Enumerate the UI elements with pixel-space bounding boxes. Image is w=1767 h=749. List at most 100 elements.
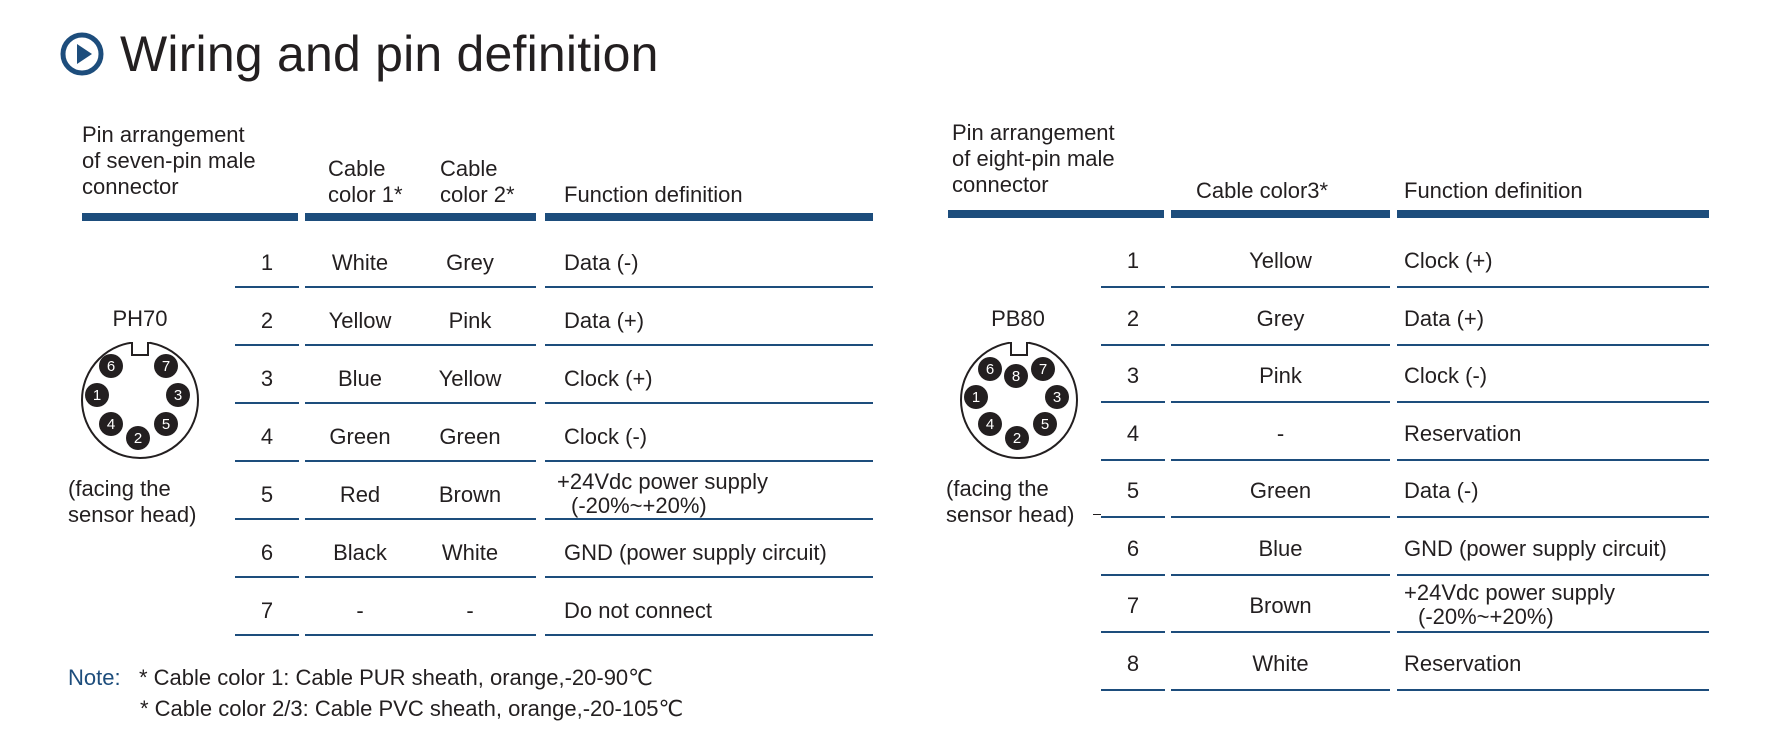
table-cell-function: Reservation — [1404, 651, 1522, 676]
table-cell-color1: White — [331, 250, 389, 275]
table-cell-function: Data (-) — [564, 250, 639, 275]
row-divider — [1397, 459, 1709, 461]
row-divider — [545, 634, 873, 636]
svg-text:3: 3 — [174, 387, 182, 404]
page-title: Wiring and pin definition — [120, 26, 659, 82]
svg-text:6: 6 — [107, 358, 115, 375]
table-cell-pin: 3 — [1126, 363, 1140, 388]
svg-text:8: 8 — [1012, 368, 1020, 385]
note-label: Note: — [68, 665, 121, 690]
left-header-bar — [545, 213, 873, 221]
table-cell-pin: 3 — [260, 366, 274, 391]
table-cell-color3: Yellow — [1249, 248, 1312, 273]
row-divider — [1397, 516, 1709, 518]
table-cell-function: Clock (-) — [564, 424, 648, 449]
row-divider — [235, 286, 299, 288]
table-cell-pin: 5 — [260, 482, 274, 507]
table-cell-color1: - — [356, 598, 364, 623]
table-cell-color2: Green — [439, 424, 501, 449]
svg-text:3: 3 — [1053, 389, 1061, 406]
row-divider — [1171, 631, 1390, 633]
row-divider — [1171, 286, 1390, 288]
row-divider — [545, 286, 873, 288]
table-cell-function: Clock (+) — [1404, 248, 1493, 273]
page-header: Wiring and pin definition — [60, 24, 659, 84]
table-cell-pin: 6 — [1126, 536, 1140, 561]
row-divider — [1101, 574, 1165, 576]
table-cell-color2: - — [466, 598, 474, 623]
table-cell-color1: Blue — [337, 366, 383, 391]
table-cell-function: Do not connect — [564, 598, 712, 623]
table-cell-pin: 4 — [260, 424, 274, 449]
row-divider — [235, 460, 299, 462]
table-cell-function: GND (power supply circuit) — [1404, 536, 1667, 561]
row-divider — [1397, 286, 1709, 288]
left-header-function: Function definition — [564, 182, 743, 207]
table-cell-color2: Pink — [448, 308, 492, 333]
row-divider — [235, 576, 299, 578]
row-divider — [1397, 631, 1709, 633]
row-divider — [1171, 459, 1390, 461]
table-cell-color3: - — [1276, 421, 1285, 446]
table-cell-pin: 2 — [260, 308, 274, 333]
svg-text:1: 1 — [972, 389, 980, 406]
table-cell-pin: 6 — [260, 540, 274, 565]
svg-text:6: 6 — [986, 361, 994, 378]
svg-text:4: 4 — [986, 416, 994, 433]
row-divider — [1171, 516, 1390, 518]
seven-pin-connector-diagram: 6 7 1 3 4 5 2 — [81, 338, 199, 459]
right-header-function: Function definition — [1404, 178, 1583, 203]
row-divider — [1171, 689, 1390, 691]
table-cell-color3: Grey — [1256, 306, 1305, 331]
row-divider — [305, 518, 536, 520]
row-divider — [305, 576, 536, 578]
left-header-arrangement: Pin arrangement of seven-pin male connec… — [82, 122, 256, 199]
row-divider — [305, 286, 536, 288]
row-divider — [1101, 689, 1165, 691]
row-divider — [545, 460, 873, 462]
svg-text:2: 2 — [1013, 430, 1021, 447]
table-cell-function: Clock (+) — [564, 366, 653, 391]
row-divider — [305, 344, 536, 346]
table-cell-function: Reservation — [1404, 421, 1522, 446]
table-cell-function: +24Vdc power supply(-20%~+20%) — [557, 469, 768, 518]
table-cell-color1: Black — [333, 540, 387, 565]
table-cell-color3: Brown — [1249, 593, 1312, 618]
table-cell-color1: Red — [339, 482, 381, 507]
table-cell-pin: 1 — [260, 250, 274, 275]
row-divider — [1101, 286, 1165, 288]
table-cell-color3: White — [1252, 651, 1309, 676]
right-header-bar — [948, 210, 1164, 218]
svg-text:4: 4 — [107, 416, 115, 433]
row-divider — [1101, 516, 1165, 518]
table-cell-pin: 8 — [1126, 651, 1140, 676]
row-divider — [1101, 344, 1165, 346]
row-divider — [235, 344, 299, 346]
table-cell-color2: Grey — [446, 250, 494, 275]
svg-text:5: 5 — [1041, 416, 1049, 433]
row-divider — [1101, 631, 1165, 633]
left-facing-note: (facing the sensor head) — [68, 476, 197, 527]
row-divider — [1101, 459, 1165, 461]
row-divider — [545, 344, 873, 346]
row-divider — [235, 402, 299, 404]
left-header-color1: Cable color 1* — [328, 156, 403, 207]
table-cell-color2: White — [441, 540, 499, 565]
table-cell-color3: Blue — [1258, 536, 1303, 561]
table-cell-color2: Yellow — [438, 366, 502, 391]
table-cell-function: Data (+) — [564, 308, 645, 333]
table-cell-function: GND (power supply circuit) — [564, 540, 827, 565]
right-header-color3: Cable color3* — [1196, 178, 1329, 203]
left-header-bar — [82, 213, 298, 221]
table-cell-function: +24Vdc power supply(-20%~+20%) — [1404, 580, 1615, 629]
table-cell-color1: Green — [329, 424, 391, 449]
row-divider — [1397, 401, 1709, 403]
row-divider — [1101, 401, 1165, 403]
row-divider — [305, 402, 536, 404]
play-circle-icon — [60, 32, 104, 76]
table-cell-color3: Pink — [1259, 363, 1302, 388]
table-cell-pin: 1 — [1126, 248, 1140, 273]
table-cell-pin: 2 — [1126, 306, 1140, 331]
right-header-bar — [1171, 210, 1390, 218]
row-divider — [305, 634, 536, 636]
